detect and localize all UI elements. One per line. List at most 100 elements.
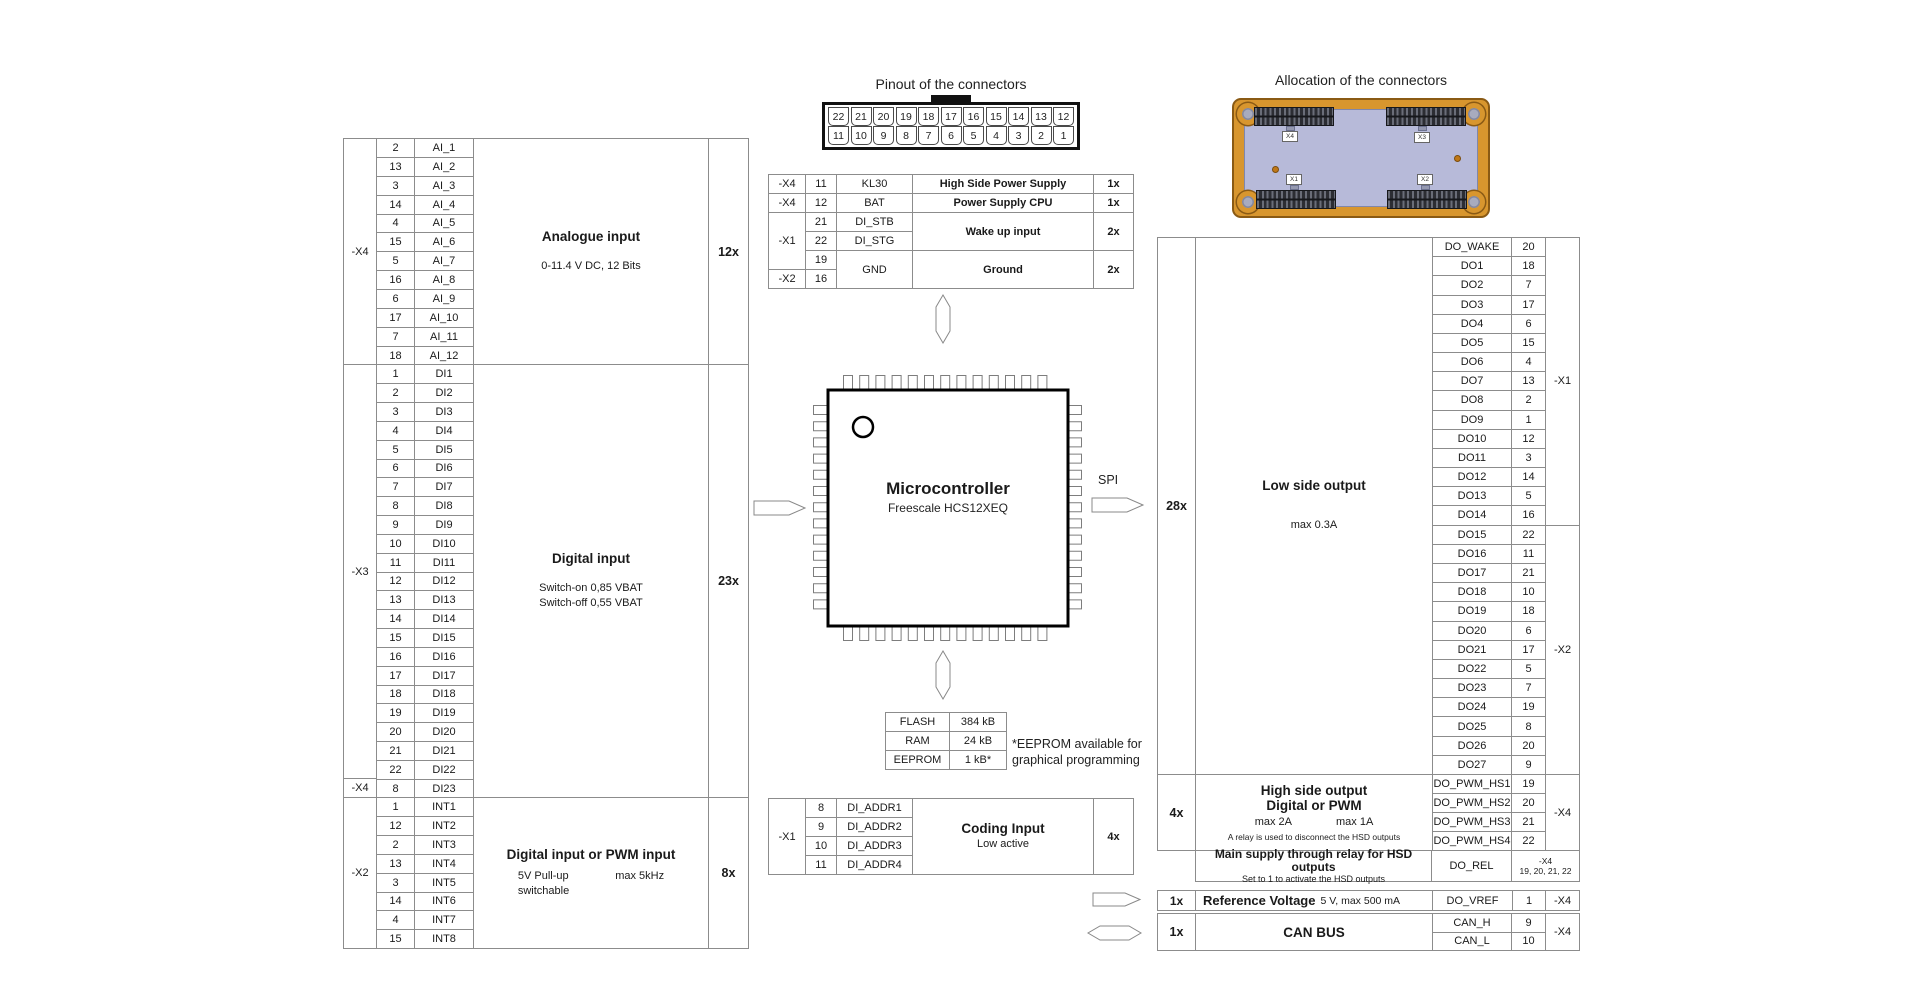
- io-row: 22 DI22: [377, 759, 473, 779]
- pin-number: 1: [377, 798, 415, 817]
- pin-number: 8: [1525, 720, 1532, 733]
- signal-name: DI13: [432, 594, 456, 607]
- pin-number: 19: [1522, 778, 1535, 790]
- pin-number: 6: [1525, 624, 1532, 637]
- signal-name: DI14: [432, 613, 456, 626]
- pwm-input-section: -X2 1 INT1 12 INT2 2 INT3 13 INT4 3 INT5: [344, 797, 748, 948]
- pin-number: 19: [1522, 701, 1535, 714]
- spi-arrow: [1091, 497, 1145, 513]
- eeprom-note: *EEPROM available for graphical programm…: [1012, 737, 1142, 767]
- signal-name: DO14: [1433, 506, 1512, 525]
- connector-label: -X4: [1538, 856, 1553, 866]
- output-row: DO14 16: [1433, 505, 1545, 525]
- pin-number: 22: [805, 231, 837, 251]
- signal-name: AI_6: [432, 236, 456, 249]
- spi-label: SPI: [1098, 473, 1119, 487]
- pin-number: 14: [377, 892, 415, 911]
- output-row: DO23 7: [1433, 678, 1545, 698]
- memory-table: FLASH 384 kB RAM 24 kB EEPROM 1 kB*: [885, 712, 1007, 770]
- io-row: 2 INT3: [377, 835, 473, 854]
- signal-name: DO16: [1433, 544, 1512, 563]
- screw-hole: [1463, 191, 1485, 213]
- output-table: 28x Low side output max 0.3A DO_WAKE 20 …: [1157, 237, 1580, 851]
- io-row: 14 AI_4: [377, 194, 473, 214]
- pin-number: 16: [377, 271, 415, 289]
- pin-cell: 21: [850, 107, 872, 126]
- can-signal-row: CAN_H 9: [1433, 914, 1545, 932]
- pin-number: 12: [377, 572, 415, 591]
- io-row: 6 DI6: [377, 458, 473, 478]
- pwm-input-title: Digital input or PWM input: [506, 847, 676, 863]
- connector-label: -X3: [344, 365, 376, 779]
- pwm-input-spec1: 5V Pull-up: [517, 870, 569, 883]
- signal-name: GND: [836, 250, 913, 289]
- low-side-output-section: 28x Low side output max 0.3A DO_WAKE 20 …: [1158, 238, 1579, 775]
- power-desc: High Side Power Supply: [912, 174, 1094, 194]
- pin-number: 2: [377, 139, 415, 157]
- pin-number: 7: [1525, 682, 1532, 695]
- connector-strip-x1: [1257, 191, 1335, 208]
- pcb-label-x3: X3: [1414, 132, 1430, 143]
- coding-row: 11 DI_ADDR4: [769, 855, 1134, 875]
- output-row: DO_PWM_HS4 22: [1433, 831, 1545, 850]
- count-label: 1x: [1158, 891, 1196, 910]
- pin-cell: 8: [895, 126, 917, 145]
- pin-number: 7: [1525, 279, 1532, 292]
- digital-input-spec1: Switch-on 0,85 VBAT: [539, 581, 643, 594]
- pin-number: 11: [1522, 547, 1535, 560]
- signal-name: DO11: [1433, 448, 1512, 468]
- signal-name: DI3: [435, 406, 453, 418]
- low-side-title: Low side output: [1262, 478, 1366, 494]
- digital-input-section: -X3 -X4 1 DI1 2 DI2 3 DI3 4 DI4 5 DI5: [344, 364, 748, 798]
- pin-number: 8: [377, 497, 415, 516]
- io-row: 1 DI1: [377, 365, 473, 384]
- coding-row: 10 DI_ADDR3: [769, 836, 1134, 856]
- signal-name: BAT: [836, 193, 913, 213]
- signal-name: AI_11: [430, 330, 458, 343]
- signal-name: DO2: [1433, 276, 1512, 295]
- connector-label: -X4: [344, 139, 377, 365]
- signal-name: DO7: [1433, 372, 1512, 391]
- pin-number: 4: [377, 421, 415, 440]
- memory-value: 1 kB*: [949, 750, 1007, 770]
- io-row: 17 AI_10: [377, 307, 473, 327]
- pin-cell: 15: [985, 107, 1007, 126]
- output-row: DO_PWM_HS1 19: [1433, 775, 1545, 793]
- io-row: 15 AI_6: [377, 232, 473, 252]
- memory-label: RAM: [885, 731, 950, 751]
- signal-name: DO8: [1433, 391, 1512, 410]
- signal-name: INT7: [432, 914, 456, 927]
- pin-number: 22: [1522, 835, 1535, 847]
- pcb-board: [1244, 109, 1478, 207]
- output-row: DO18 10: [1433, 582, 1545, 602]
- can-bus-title: CAN BUS: [1196, 914, 1433, 950]
- output-row: DO2 7: [1433, 275, 1545, 295]
- coding-desc: Coding Input Low active: [912, 798, 1094, 875]
- io-row: 14 INT6: [377, 891, 473, 911]
- output-row: DO20 6: [1433, 620, 1545, 640]
- output-row: DO1 18: [1433, 256, 1545, 276]
- pin-number: 21: [805, 212, 837, 232]
- pin-number: 5: [1525, 490, 1532, 503]
- output-row: DO15 22: [1433, 525, 1545, 544]
- vref-spec: 5 V, max 500 mA: [1320, 894, 1401, 907]
- signal-name: INT2: [432, 820, 456, 833]
- pin-cell: 9: [873, 126, 894, 145]
- pin-number: 8: [377, 779, 415, 798]
- connector-strip-x3: [1387, 108, 1465, 125]
- pin-number: 16: [377, 647, 415, 666]
- signal-name: AI_7: [432, 255, 456, 268]
- signal-name: DI20: [432, 726, 456, 739]
- signal-name: DO_PWM_HS3: [1433, 813, 1512, 831]
- reference-voltage-row: 1x Reference Voltage 5 V, max 500 mA DO_…: [1157, 890, 1580, 911]
- signal-name: DO25: [1433, 717, 1512, 736]
- memory-value: 384 kB: [949, 712, 1007, 732]
- io-row: 12 DI12: [377, 571, 473, 591]
- pin-number: 2: [377, 384, 415, 403]
- signal-name: INT5: [432, 876, 456, 889]
- pin-cell: 13: [1030, 107, 1052, 126]
- pin-number: 5: [377, 252, 415, 271]
- signal-name: INT8: [432, 933, 456, 946]
- pin-cell: 14: [1008, 107, 1029, 126]
- pcb-dot: [1454, 155, 1461, 162]
